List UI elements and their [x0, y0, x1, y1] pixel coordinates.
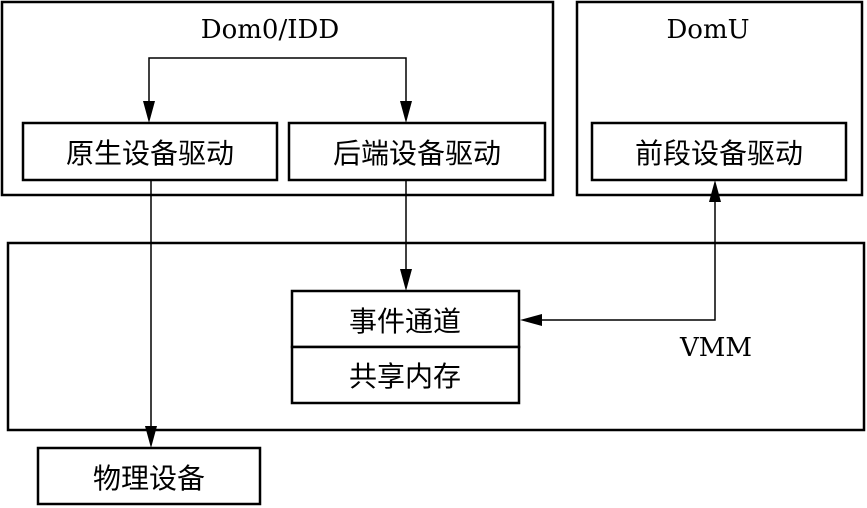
frontend-driver-frame	[590, 121, 848, 182]
domu-title: DomU	[666, 15, 749, 45]
backend-driver-frame	[287, 121, 547, 182]
physical-device-frame	[36, 446, 262, 506]
dom0-bracket-line	[148, 57, 407, 112]
arrow-to-physical-device	[145, 426, 157, 448]
frontend-driver-box: 前段设备驱动	[590, 121, 848, 182]
physical-device-label: 物理设备	[93, 462, 205, 495]
arrow-to-event-channel-left	[520, 314, 542, 326]
native-driver-box: 原生设备驱动	[21, 121, 279, 182]
event-channel-label: 事件通道	[349, 305, 461, 338]
shared-memory-label: 共享内存	[349, 360, 461, 393]
native-driver-label: 原生设备驱动	[66, 137, 234, 170]
arrow-to-native-driver	[143, 101, 155, 123]
event-to-frontend-line	[532, 198, 716, 321]
native-driver-frame	[21, 121, 279, 182]
dom0-title: Dom0/IDD	[201, 15, 339, 45]
backend-driver-label: 后端设备驱动	[333, 137, 501, 170]
shared-memory-frame	[290, 345, 521, 405]
backend-driver-box: 后端设备驱动	[287, 121, 547, 182]
frontend-driver-label: 前段设备驱动	[635, 137, 803, 170]
event-memory-box: 事件通道 共享内存	[290, 289, 521, 405]
arrow-to-event-channel	[400, 269, 412, 291]
arrow-to-backend-driver	[400, 101, 412, 123]
vmm-title: VMM	[679, 333, 752, 363]
event-channel-frame	[290, 289, 521, 349]
arrow-to-frontend-driver	[709, 180, 721, 202]
arrowheads	[143, 101, 721, 448]
physical-device-box: 物理设备	[36, 446, 262, 506]
connections	[148, 57, 716, 437]
